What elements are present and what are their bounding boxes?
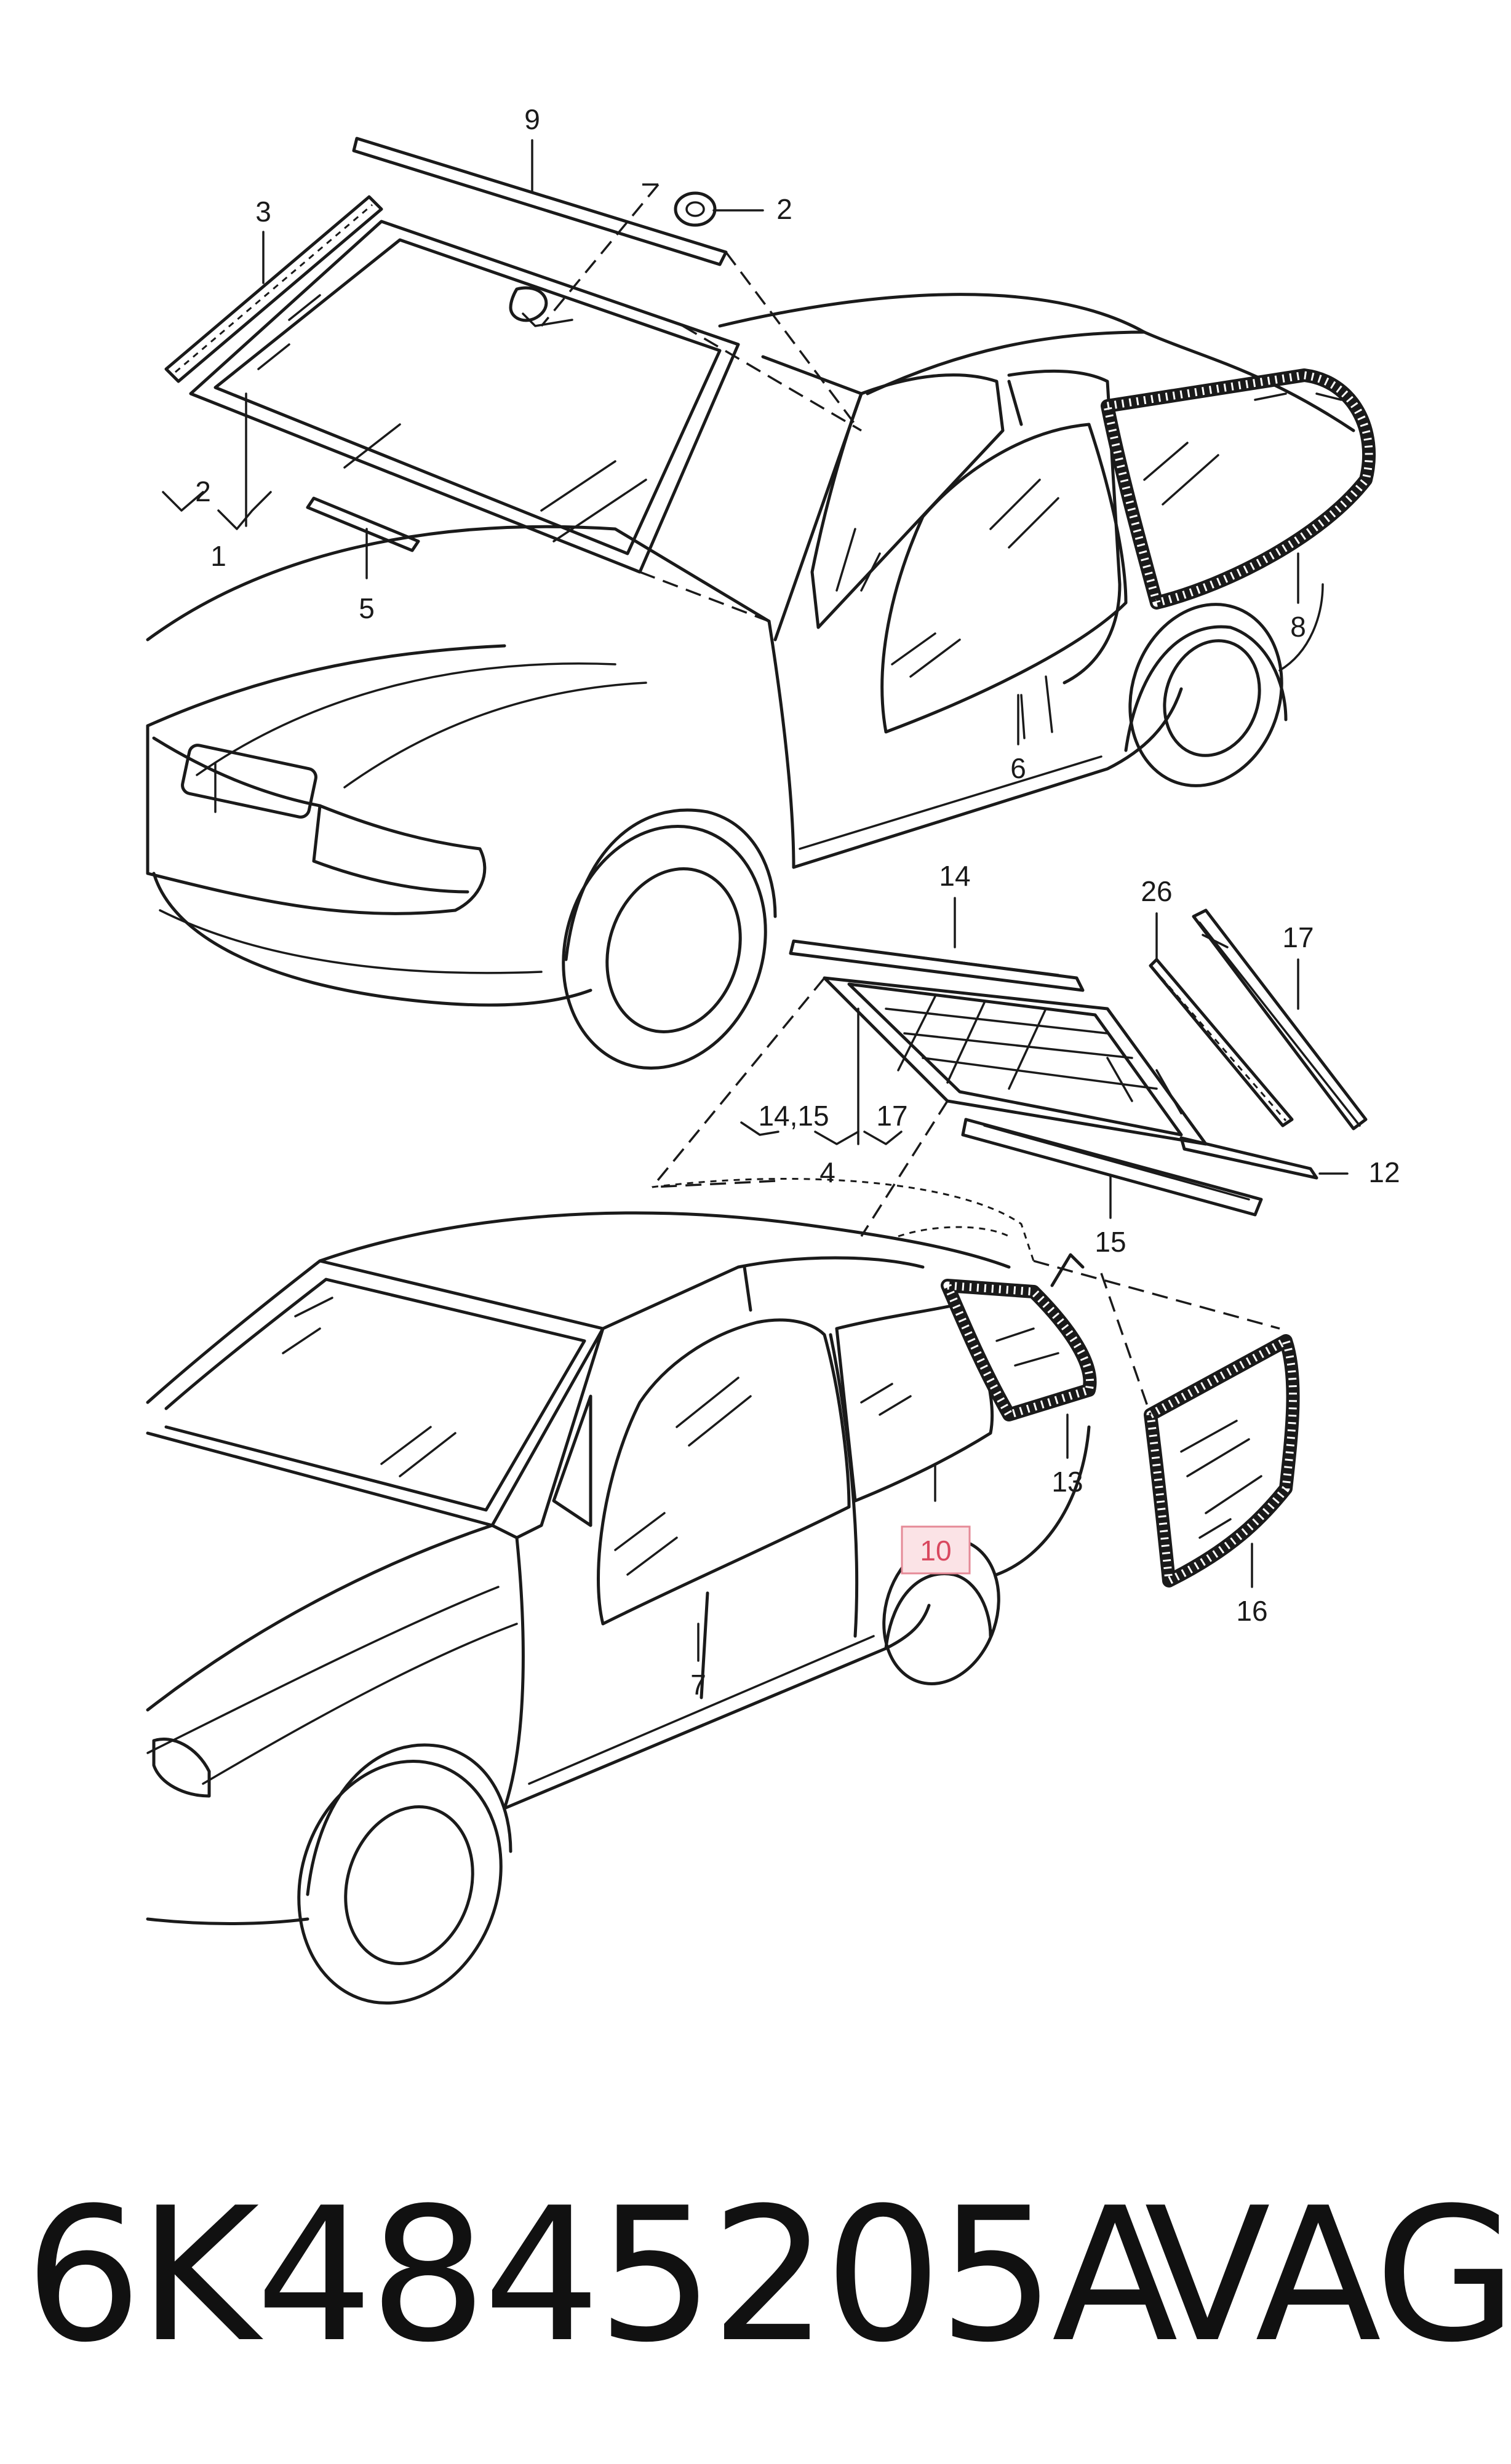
callout-3: 3	[255, 196, 271, 228]
top-car-body	[146, 293, 1355, 1070]
callout-6: 6	[1010, 752, 1026, 784]
callout-17-strip: 17	[1282, 921, 1314, 953]
windshield-top-strip	[352, 137, 728, 266]
windshield-side-strip	[164, 195, 383, 383]
lower-strip	[306, 496, 420, 552]
callout-26: 26	[1141, 875, 1172, 907]
callout-4: 4	[819, 1156, 835, 1188]
exploded-rear-quarter-window	[1144, 1334, 1300, 1588]
top-dashed-leaders	[540, 183, 862, 622]
callout-2-windshield: 2	[195, 475, 211, 507]
callout-10: 10	[920, 1535, 951, 1567]
brand-name: VAG	[1144, 2168, 1511, 2383]
exploded-rear-window	[789, 939, 1318, 1217]
callout-9: 9	[524, 103, 540, 135]
exploded-side-strips	[1149, 908, 1368, 1131]
callout-15: 15	[1094, 1226, 1126, 1258]
callout-17-group: 17	[876, 1100, 907, 1132]
callout-1: 1	[210, 540, 226, 572]
callout-13: 13	[1051, 1466, 1083, 1498]
callout-leaders	[162, 139, 1349, 1662]
part-number: 6K4845205A	[25, 2168, 1178, 2383]
callout-16: 16	[1236, 1595, 1267, 1627]
clip-part	[674, 191, 717, 227]
callout-8: 8	[1290, 611, 1306, 643]
callout-14-15: 14,15	[758, 1100, 829, 1132]
bottom-dashed-leaders	[1033, 1260, 1280, 1415]
callout-labels: 9 2 3 2 1 5 6 8 14 26 17 14,15 17 4 12 1…	[195, 103, 1400, 1701]
windshield-glass	[189, 220, 740, 574]
callout-2-clip: 2	[776, 193, 792, 225]
callout-10-highlight[interactable]: 10	[901, 1525, 971, 1575]
callout-14: 14	[939, 860, 970, 892]
parts-diagram: 9 2 3 2 1 5 6 8 14 26 17 14,15 17 4 12 1…	[146, 103, 1400, 2005]
highlight-box	[901, 1525, 971, 1575]
callout-12: 12	[1368, 1156, 1400, 1188]
middle-dashed-leaders	[651, 977, 949, 1237]
top-rear-quarter-window	[1101, 368, 1376, 610]
bottom-car-body	[146, 1178, 1097, 2005]
callout-5: 5	[359, 592, 375, 624]
callout-7: 7	[690, 1669, 706, 1701]
